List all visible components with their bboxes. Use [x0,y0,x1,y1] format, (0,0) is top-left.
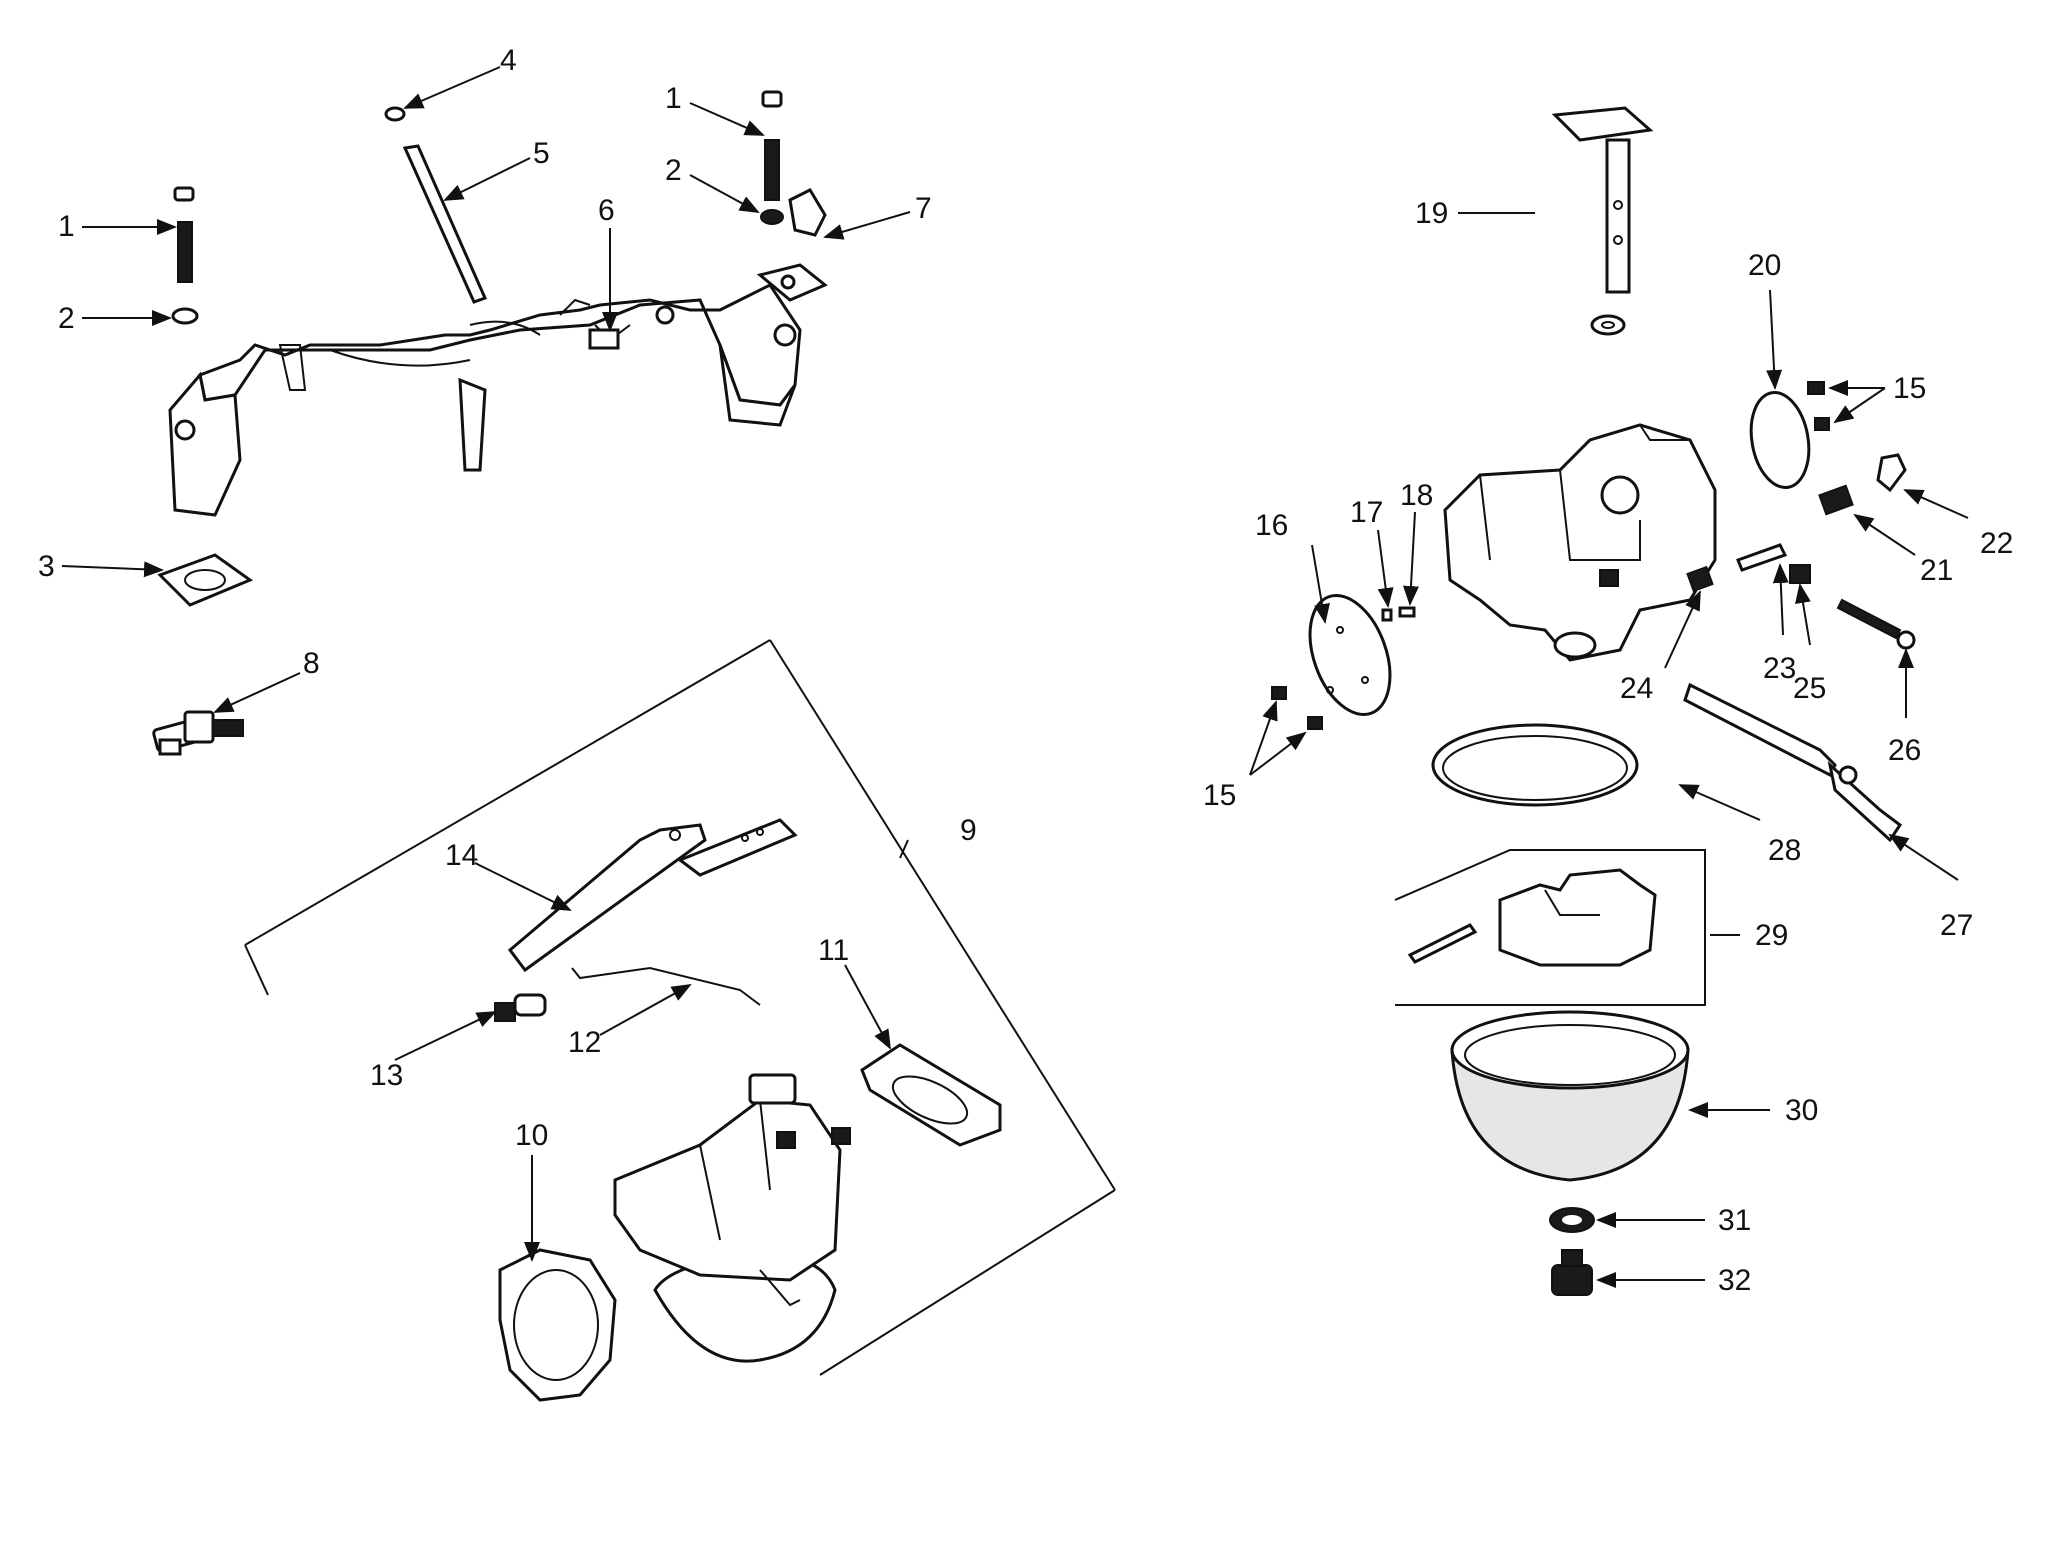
carburetor-body [1443,423,1717,662]
screws-part-15-left [1271,686,1323,730]
callout-1-left: 1 [58,210,75,243]
clip-part-13 [494,993,547,1022]
screw-part-18 [1398,606,1416,618]
washer-part-31 [1549,1207,1595,1233]
bracket-part-7 [756,188,828,302]
screws-part-15-top [1807,381,1830,431]
callout-2-right: 2 [665,154,682,187]
intake-manifold [168,283,802,517]
callout-18: 18 [1400,479,1433,512]
boss-part-6 [588,328,620,350]
callout-15-top: 15 [1893,372,1926,405]
plug-part-32 [1551,1249,1593,1296]
callout-3: 3 [38,550,55,583]
gasket-part-11 [860,1043,1002,1147]
needle-part-23 [1736,543,1788,572]
plate-part-16 [1308,593,1392,717]
callout-14: 14 [445,839,478,872]
callout-7: 7 [915,192,932,225]
leader-lines [61,66,1969,1288]
callout-4: 4 [500,44,517,77]
bowl-part-30 [1450,1010,1690,1182]
spring-part-24 [1686,565,1714,593]
callout-2-left: 2 [58,302,75,335]
callout-20: 20 [1748,249,1781,282]
float-box-29 [1394,849,1706,1006]
shaft-part-27 [1683,682,1903,843]
callout-1-right: 1 [665,82,682,115]
callout-6: 6 [598,194,615,227]
link-part-12 [571,966,761,1006]
plate-part-20 [1749,390,1811,490]
callout-31: 31 [1718,1204,1751,1237]
washer-right [760,209,784,225]
kit-bracket-9 [244,639,1116,1376]
gasket-part-3 [157,553,254,607]
callout-23: 23 [1763,652,1796,685]
gasket-part-10 [498,1248,617,1402]
stud-left [173,186,195,283]
callout-5: 5 [533,137,550,170]
callout-10: 10 [515,1119,548,1152]
washer-left [171,307,199,325]
callout-13: 13 [370,1059,403,1092]
callout-22: 22 [1980,527,2013,560]
callout-30: 30 [1785,1094,1818,1127]
spring-part-21 [1818,484,1854,516]
ring-part-28 [1431,723,1639,807]
callout-24: 24 [1620,672,1653,705]
callout-27: 27 [1940,909,1973,942]
callout-32: 32 [1718,1264,1751,1297]
callout-25: 25 [1793,672,1826,705]
callout-numbers: 1 2 3 4 5 6 1 2 7 8 9 10 11 12 13 14 15 … [38,44,2013,1297]
callout-19: 19 [1415,197,1448,230]
fitting-part-8 [152,710,244,756]
stud-right [761,90,783,201]
callout-9: 9 [960,814,977,847]
screw-part-17 [1381,608,1393,622]
callout-11: 11 [818,934,849,967]
callout-16: 16 [1255,509,1288,542]
callout-15-left: 15 [1203,779,1236,812]
clip-part-25 [1789,564,1811,584]
screw-part-26 [1836,598,1916,650]
lever-part-14 [507,818,798,973]
callout-17: 17 [1350,496,1383,529]
callout-21: 21 [1920,554,1953,587]
callout-28: 28 [1768,834,1801,867]
callout-29: 29 [1755,919,1788,952]
nut-part-4 [384,106,406,122]
carburetor-assembled [613,1073,851,1363]
callout-8: 8 [303,647,320,680]
fitting-part-22 [1876,453,1907,493]
callout-12: 12 [568,1026,601,1059]
rod-part-5 [402,144,488,304]
shaft-part-19 [1551,106,1654,336]
callout-26: 26 [1888,734,1921,767]
